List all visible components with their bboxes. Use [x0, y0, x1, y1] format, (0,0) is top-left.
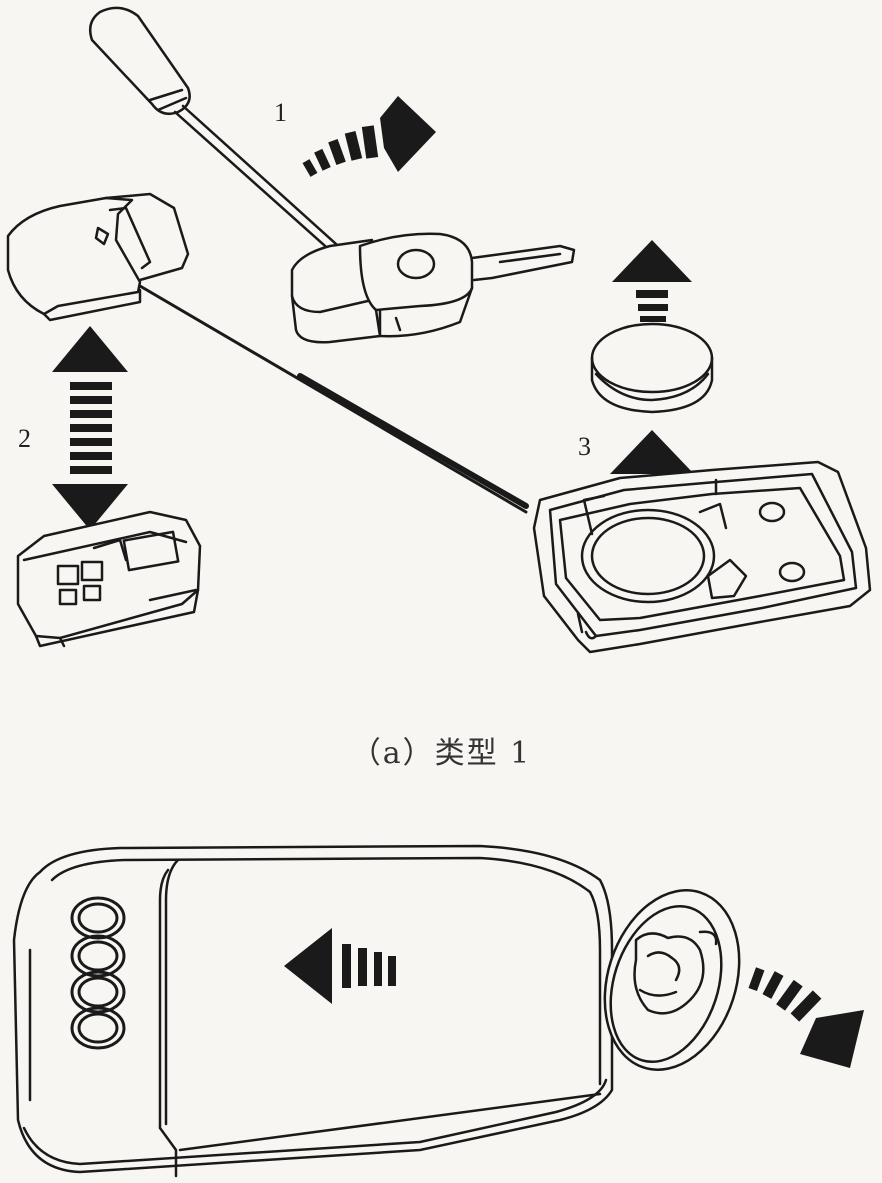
circuit-board — [16, 510, 202, 648]
arrow-battery-out — [748, 967, 864, 1068]
coin-battery-tilt — [603, 889, 741, 1071]
step-label-3: 3 — [578, 432, 591, 461]
arrow-step2 — [52, 326, 128, 530]
step-label-2: 2 — [18, 424, 31, 453]
key-housing-open — [532, 460, 872, 654]
connector-line — [138, 284, 528, 514]
key-fob-type2 — [12, 844, 614, 1178]
arrow-step1 — [302, 96, 436, 177]
key-cover — [6, 192, 190, 322]
brand-rings-logo — [70, 896, 126, 1050]
step-label-1: 1 — [274, 98, 287, 127]
screwdriver — [89, 6, 358, 272]
arrow-slide-left — [284, 928, 396, 1004]
figure-caption: （a）类型 1 — [350, 736, 532, 771]
key-fob-open-tool — [290, 232, 576, 344]
coin-battery — [590, 322, 714, 414]
